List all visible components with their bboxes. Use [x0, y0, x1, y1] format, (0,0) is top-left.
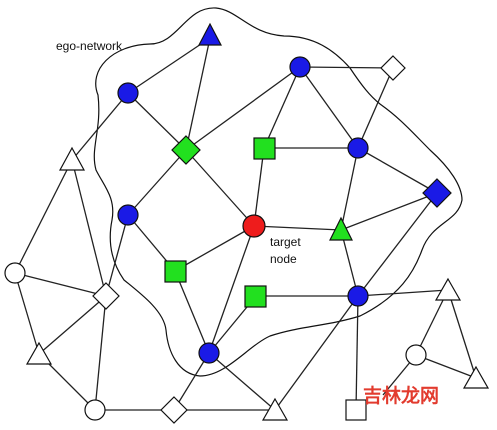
edges	[14, 37, 477, 411]
blue-circle-node	[347, 285, 369, 307]
hollow-circle-node	[84, 399, 106, 421]
nodes	[4, 22, 490, 424]
blue-circle-node	[289, 56, 311, 78]
ego-network-boundary	[93, 7, 463, 377]
hollow-triangle-node	[434, 277, 462, 301]
watermark-text: 吉林龙网	[363, 384, 439, 407]
target-node-label-line2: node	[270, 252, 297, 266]
blue-triangle-node	[198, 22, 222, 46]
ego-network-label: ego-network	[56, 39, 123, 53]
blue-circle-node	[198, 342, 220, 364]
green-diamond-node	[171, 135, 201, 165]
hollow-square-node	[345, 399, 367, 421]
target-node-label-line1: target	[270, 235, 301, 249]
green-square-node	[244, 285, 267, 308]
hollow-diamond-node	[380, 55, 406, 81]
green-square-node	[253, 137, 276, 160]
hollow-diamond-node	[92, 282, 120, 310]
blue-diamond-node	[422, 178, 452, 208]
hollow-triangle-node	[25, 341, 53, 365]
hollow-circle-node	[405, 344, 427, 366]
green-square-node	[164, 260, 187, 283]
blue-circle-node	[117, 204, 139, 226]
hollow-triangle-node	[261, 397, 289, 421]
hollow-triangle-node	[58, 146, 86, 171]
target-node	[242, 214, 266, 238]
green-triangle-node	[329, 216, 353, 241]
blue-circle-node	[117, 82, 139, 104]
hollow-circle-node	[4, 262, 26, 284]
blue-circle-node	[347, 137, 369, 159]
hollow-diamond-node	[160, 396, 188, 424]
hollow-triangle-node	[462, 365, 490, 389]
